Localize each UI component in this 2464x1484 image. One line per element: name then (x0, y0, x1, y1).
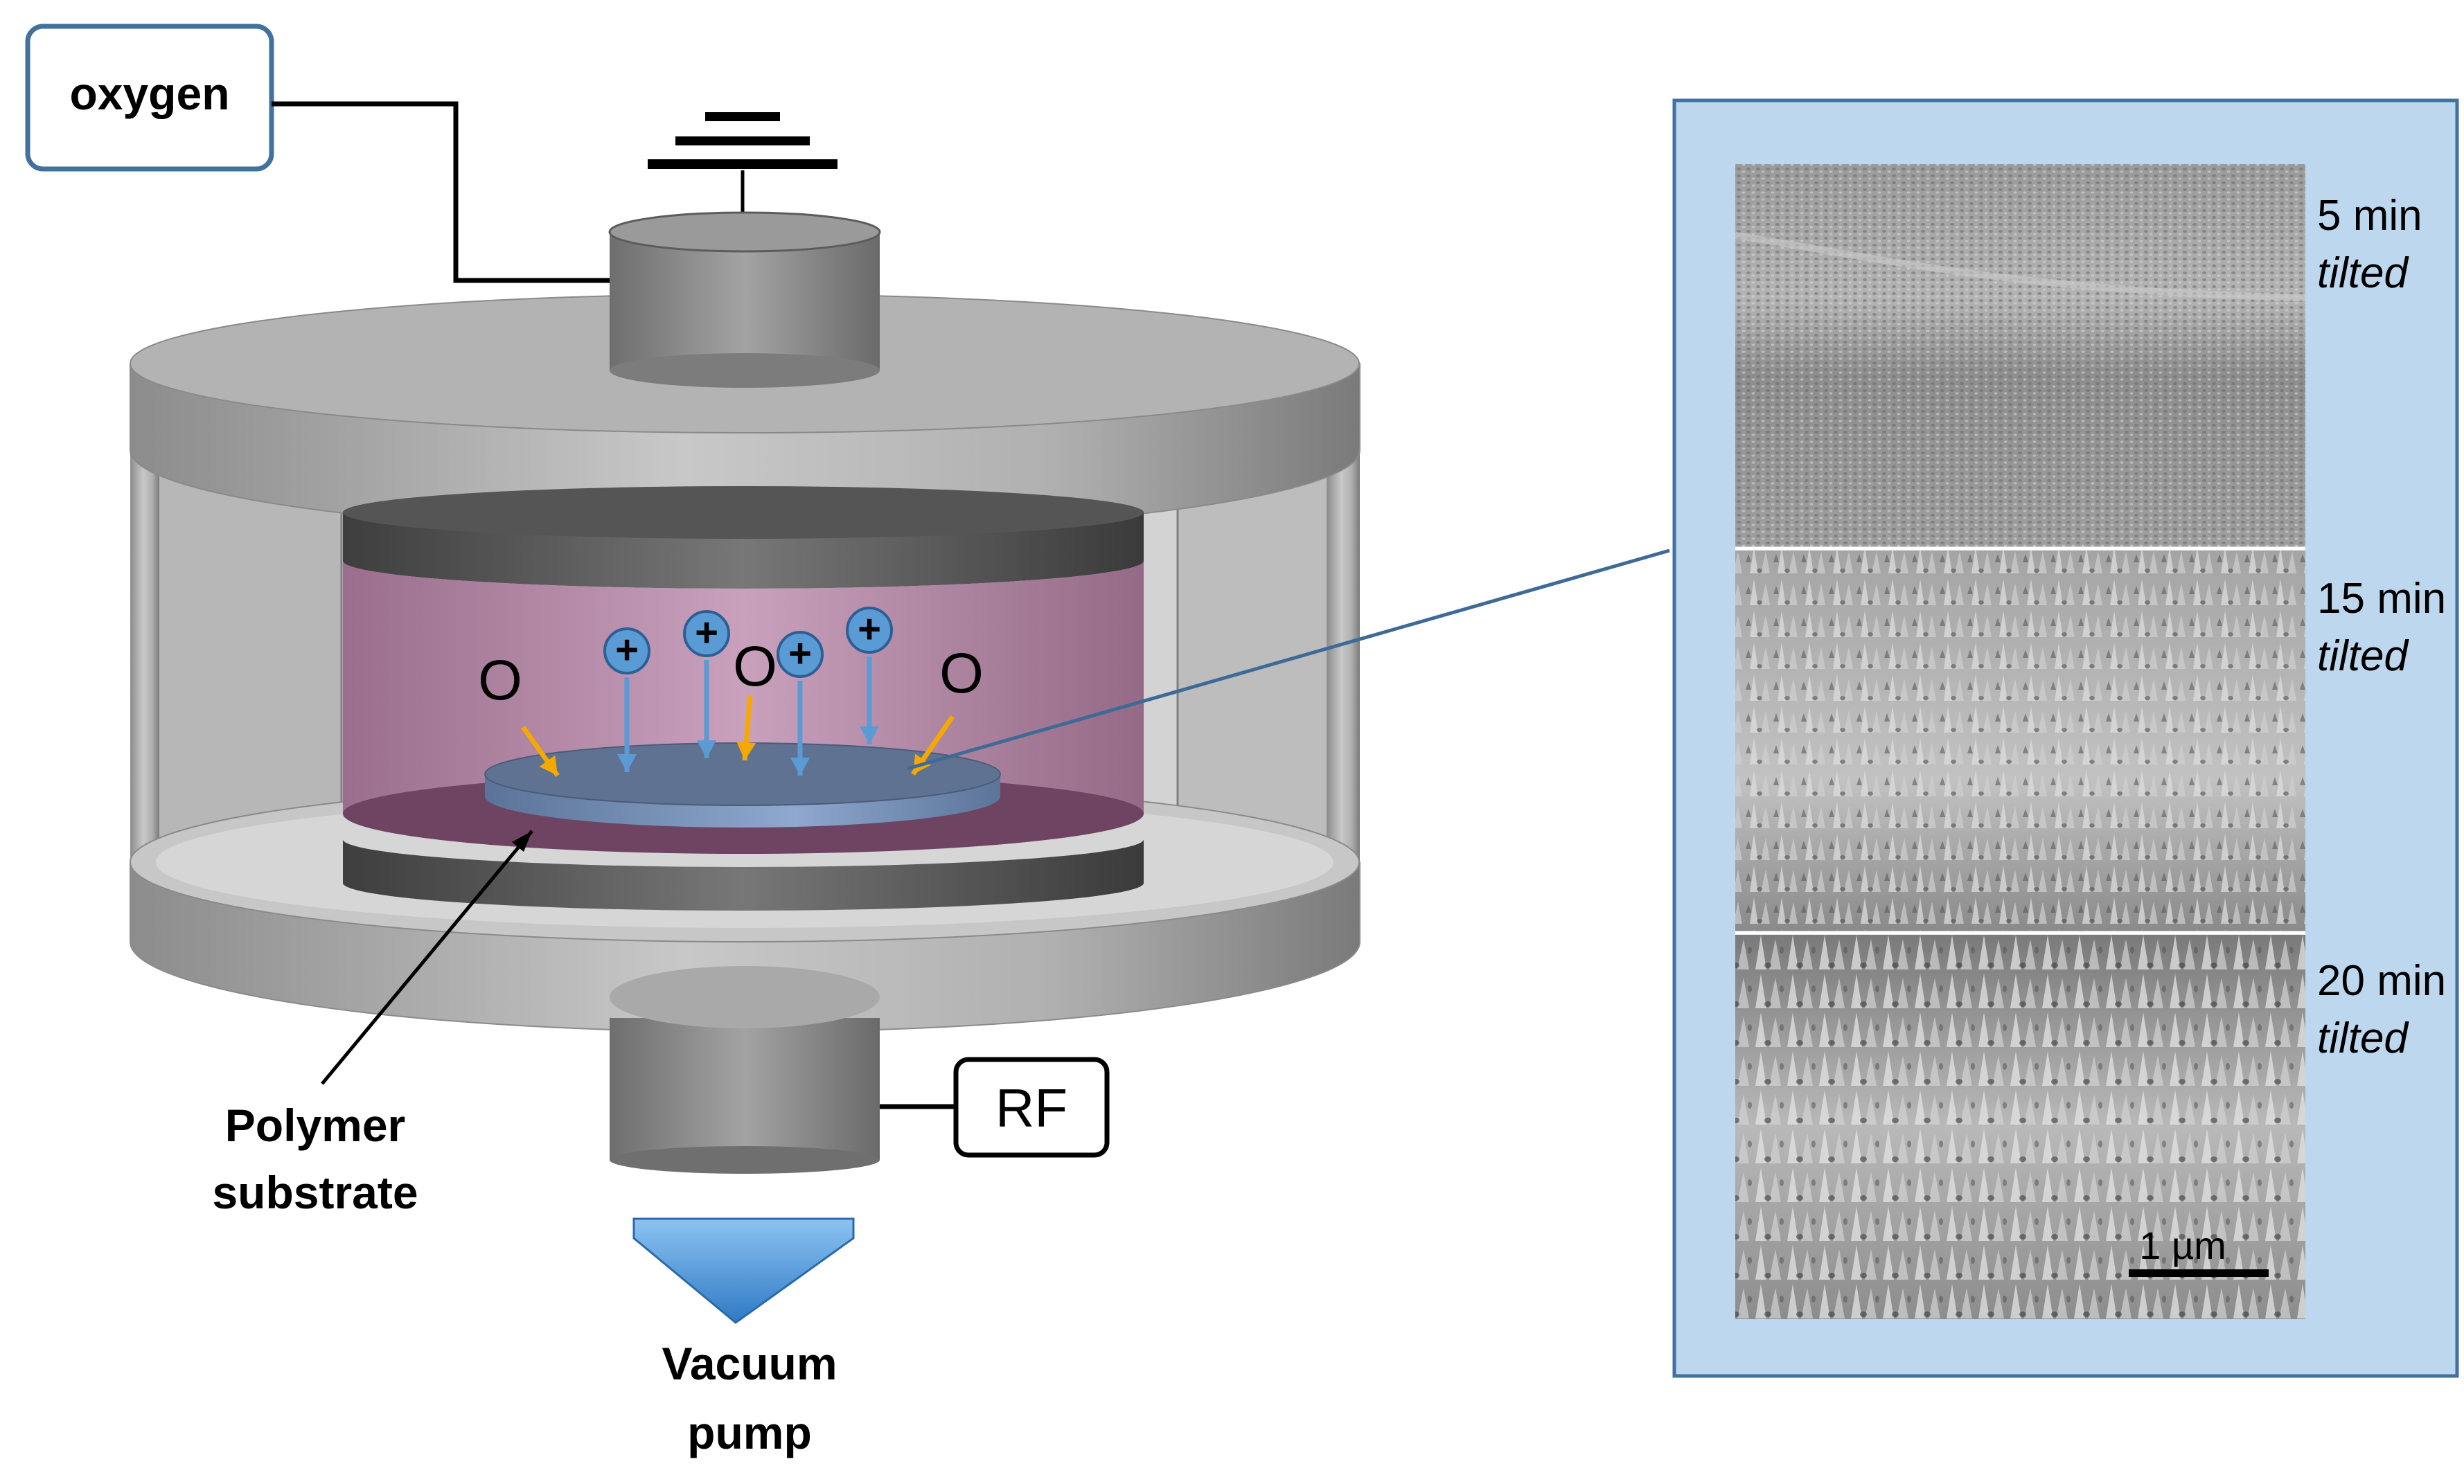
pump-pipe (610, 966, 880, 1174)
oxygen-feed-line (272, 101, 610, 283)
sem-image-15min (1735, 551, 2305, 931)
sem-time-3: 20 min (2317, 957, 2446, 1005)
top-electrode (343, 486, 1144, 589)
oxygen-label: oxygen (69, 68, 229, 119)
oxygen-radical-label: O (733, 635, 777, 698)
bottom-electrode (343, 839, 1144, 911)
scale-bar (2129, 1269, 2269, 1277)
sem-image-20min (1735, 935, 2305, 1319)
sem-image-5min (1735, 164, 2306, 547)
polymer-label-line2: substrate (212, 1167, 418, 1218)
polymer-substrate-disc (484, 742, 1001, 828)
ion-plus-icon (846, 607, 893, 654)
vacuum-arrow-icon (632, 1217, 855, 1324)
oxygen-radical-label: O (478, 649, 522, 712)
ground-symbol-icon (648, 112, 837, 215)
ion-plus-icon (603, 627, 650, 674)
sem-mode-3: tilted (2317, 1014, 2409, 1062)
ion-plus-sign: + (858, 607, 881, 652)
gas-inlet-pipe (608, 211, 881, 388)
sem-time-2: 15 min (2317, 575, 2446, 623)
rf-box (953, 1057, 1110, 1158)
ion-plus-sign: + (788, 631, 812, 676)
ion-arrow-4-head (860, 726, 879, 744)
rf-label: RF (995, 1078, 1067, 1138)
ion-group: + + + + (603, 607, 893, 776)
substrate-pointer-line (321, 830, 533, 1085)
zoom-connector-line (907, 548, 1670, 771)
substrate-pointer-head (512, 831, 532, 852)
ion-arrow-2-head (697, 740, 716, 758)
sem-mode-1: tilted (2317, 249, 2409, 297)
ion-arrow-1-head (617, 754, 637, 772)
scale-bar-label: 1 µm (2139, 1224, 2226, 1267)
oxygen-arrow-2-head (736, 741, 756, 760)
sem-time-1: 5 min (2317, 192, 2422, 240)
oxygen-arrow-1-head (539, 755, 558, 776)
ion-plus-icon (777, 631, 824, 678)
ion-plus-sign: + (695, 610, 718, 655)
oxygen-radical-label: O (939, 642, 984, 705)
vacuum-label-line2: pump (687, 1407, 812, 1458)
sem-mode-2: tilted (2317, 632, 2409, 680)
polymer-label-line1: Polymer (225, 1100, 405, 1151)
ion-arrow-3-head (790, 758, 810, 776)
ion-plus-sign: + (615, 627, 639, 672)
vacuum-label-line1: Vacuum (662, 1338, 837, 1389)
oxygen-box (25, 24, 274, 172)
ion-plus-icon (683, 610, 730, 657)
